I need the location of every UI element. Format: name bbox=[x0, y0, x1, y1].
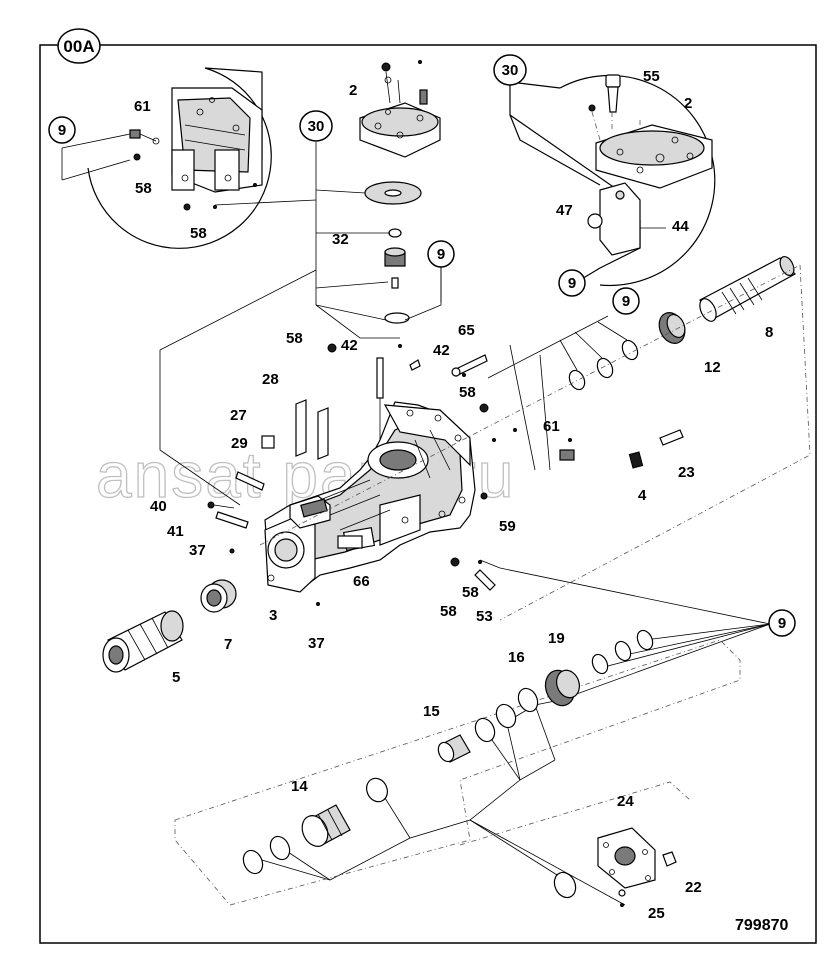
label-29: 29 bbox=[231, 435, 248, 452]
svg-text:9: 9 bbox=[437, 246, 445, 263]
label-47: 47 bbox=[556, 202, 573, 219]
callout-9-upper-seals: 9 bbox=[612, 287, 640, 315]
circled-callouts: 9 9 9 9 9 30 30 bbox=[48, 54, 796, 637]
label-41: 41 bbox=[167, 523, 184, 540]
label-22: 22 bbox=[685, 879, 702, 896]
drawing-frame bbox=[39, 44, 817, 944]
small-parts bbox=[207, 343, 684, 606]
label-7: 7 bbox=[224, 636, 232, 653]
label-16: 16 bbox=[508, 649, 525, 666]
label-58-detail-upper: 58 bbox=[135, 180, 152, 197]
label-58-mid: 58 bbox=[459, 384, 476, 401]
label-37-bottom: 37 bbox=[308, 635, 325, 652]
label-14: 14 bbox=[291, 778, 308, 795]
label-58-bottom-left: 58 bbox=[440, 603, 457, 620]
svg-text:9: 9 bbox=[58, 122, 66, 139]
svg-text:30: 30 bbox=[502, 62, 519, 79]
label-61-main: 61 bbox=[543, 418, 560, 435]
left-front-parts bbox=[102, 579, 237, 673]
detail-circle-left bbox=[61, 67, 272, 249]
label-40: 40 bbox=[150, 498, 167, 515]
label-65: 65 bbox=[458, 322, 475, 339]
callout-30-right: 30 bbox=[493, 54, 527, 86]
label-32: 32 bbox=[332, 231, 349, 248]
label-12: 12 bbox=[704, 359, 721, 376]
callout-9-center: 9 bbox=[427, 240, 455, 268]
label-59: 59 bbox=[499, 518, 516, 535]
label-53: 53 bbox=[476, 608, 493, 625]
label-24: 24 bbox=[617, 793, 634, 810]
label-2-center: 2 bbox=[349, 82, 357, 99]
part-labels: 2 2 3 4 5 7 8 12 14 15 16 19 22 23 24 25… bbox=[134, 68, 788, 934]
label-42-right: 42 bbox=[433, 342, 450, 359]
svg-text:30: 30 bbox=[308, 118, 325, 135]
label-58-detail-lower: 58 bbox=[190, 225, 207, 242]
label-66: 66 bbox=[353, 573, 370, 590]
cover-plate-center bbox=[359, 60, 441, 348]
figure-id-text: 00A bbox=[63, 37, 94, 56]
label-25: 25 bbox=[648, 905, 665, 922]
label-2-right: 2 bbox=[684, 95, 692, 112]
label-4: 4 bbox=[638, 487, 647, 504]
label-44: 44 bbox=[672, 218, 689, 235]
label-42-left: 42 bbox=[341, 337, 358, 354]
callout-9-detail-right: 9 bbox=[558, 269, 586, 297]
label-5: 5 bbox=[172, 669, 180, 686]
label-8: 8 bbox=[765, 324, 773, 341]
label-19: 19 bbox=[548, 630, 565, 647]
callout-lines-9 bbox=[254, 266, 771, 906]
figure-id-badge: 00A bbox=[57, 28, 101, 64]
right-upper-seals bbox=[259, 255, 811, 621]
callout-9-detail-left: 9 bbox=[48, 116, 76, 144]
callout-lines-30-center bbox=[159, 142, 442, 506]
label-55: 55 bbox=[643, 68, 660, 85]
label-23: 23 bbox=[678, 464, 695, 481]
label-37-left: 37 bbox=[189, 542, 206, 559]
label-61-detail: 61 bbox=[134, 98, 151, 115]
svg-text:9: 9 bbox=[622, 293, 630, 310]
label-3: 3 bbox=[269, 607, 277, 624]
callout-30-center: 30 bbox=[299, 110, 333, 142]
detail-circle-right bbox=[509, 74, 716, 287]
lower-exploded-group bbox=[174, 629, 741, 907]
svg-text:9: 9 bbox=[568, 275, 576, 292]
label-58-top: 58 bbox=[286, 330, 303, 347]
label-27: 27 bbox=[230, 407, 247, 424]
label-58-bottom-right: 58 bbox=[462, 584, 479, 601]
label-28: 28 bbox=[262, 371, 279, 388]
callout-9-lower-seals: 9 bbox=[768, 609, 796, 637]
drawing-number: 799870 bbox=[735, 917, 788, 934]
main-housing bbox=[264, 401, 476, 593]
svg-text:9: 9 bbox=[778, 615, 786, 632]
label-15: 15 bbox=[423, 703, 440, 720]
